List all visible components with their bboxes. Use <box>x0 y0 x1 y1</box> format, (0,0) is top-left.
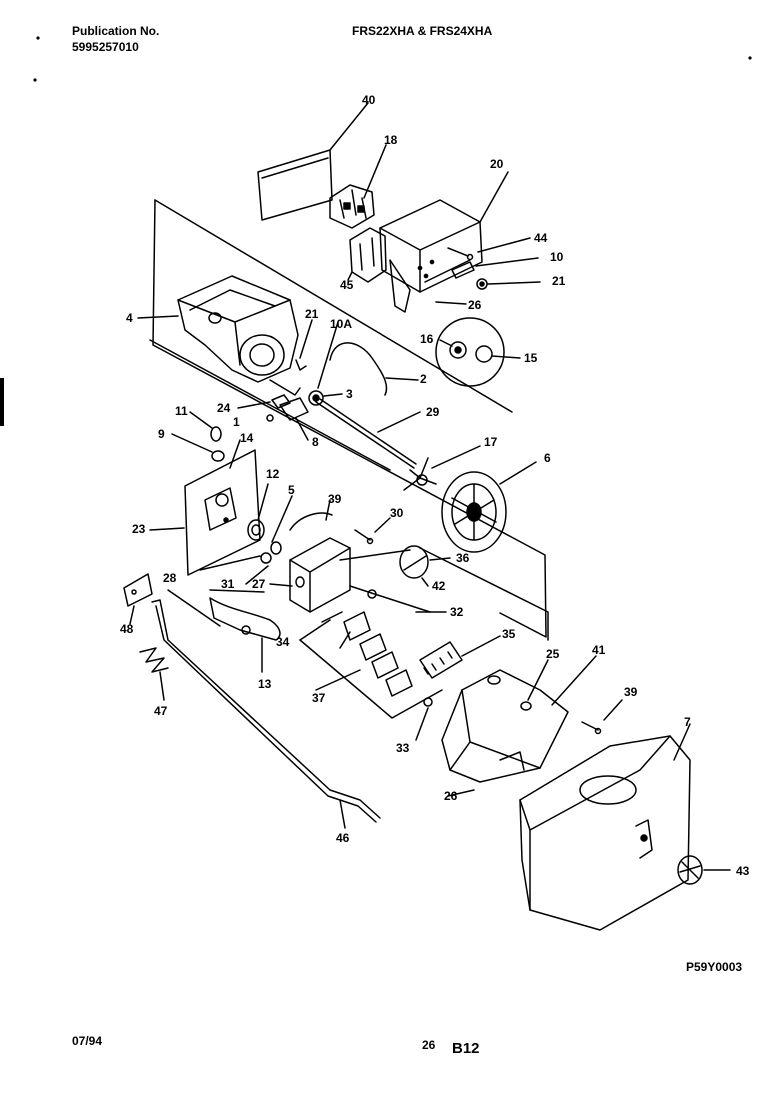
part-label: 48 <box>120 622 134 636</box>
part-label: 46 <box>336 831 350 845</box>
part-label: 26 <box>444 789 458 803</box>
part-label: 9 <box>158 427 165 441</box>
publication-label: Publication No. <box>72 24 160 38</box>
part-label: 17 <box>484 435 498 449</box>
part-label: 16 <box>420 332 434 346</box>
drawing-code: P59Y0003 <box>686 960 743 974</box>
publication-number: 5995257010 <box>72 40 139 54</box>
part-label: 10 <box>550 250 564 264</box>
part-label: 26 <box>468 298 482 312</box>
part-label: 4 <box>126 311 133 325</box>
part-label: 14 <box>240 431 254 445</box>
part-label: 15 <box>524 351 538 365</box>
part-label: 39 <box>624 685 638 699</box>
part-label: 21 <box>552 274 566 288</box>
part-label: 43 <box>736 864 750 878</box>
part-label: 32 <box>450 605 464 619</box>
part-label: 29 <box>426 405 440 419</box>
part-label: 18 <box>384 133 398 147</box>
page-number: 26 <box>422 1038 436 1052</box>
part-label: 6 <box>544 451 551 465</box>
page-edge-mark <box>0 378 4 426</box>
part-label: 39 <box>328 492 342 506</box>
part-label: 25 <box>546 647 560 661</box>
part-label: 27 <box>252 577 266 591</box>
part-label: 45 <box>340 278 354 292</box>
part-label: 36 <box>456 551 470 565</box>
part-label: 42 <box>432 579 446 593</box>
part-label: 1 <box>233 415 240 429</box>
part-label: 7 <box>684 715 691 729</box>
part-label: 34 <box>276 635 290 649</box>
part-label: 35 <box>502 627 516 641</box>
part-label: 47 <box>154 704 168 718</box>
part-label: 31 <box>221 577 235 591</box>
part-label: 3 <box>346 387 353 401</box>
revision-date: 07/94 <box>72 1034 103 1048</box>
part-label: 44 <box>534 231 548 245</box>
part-label: 37 <box>312 691 326 705</box>
part-label: 2 <box>420 372 427 386</box>
part-label: 21 <box>305 307 319 321</box>
part-label: 12 <box>266 467 280 481</box>
part-label: 5 <box>288 483 295 497</box>
part-label: 24 <box>217 401 231 415</box>
part-label: 10A <box>330 317 353 331</box>
part-label: 13 <box>258 677 272 691</box>
part-label: 33 <box>396 741 410 755</box>
part-label: 41 <box>592 643 606 657</box>
part-label: 40 <box>362 93 376 107</box>
model-numbers: FRS22XHA & FRS24XHA <box>352 24 493 38</box>
part-label: 20 <box>490 157 504 171</box>
part-label: 8 <box>312 435 319 449</box>
part-label: 11 <box>175 404 188 418</box>
part-label: 23 <box>132 522 146 536</box>
section-code: B12 <box>452 1040 480 1057</box>
part-label: 28 <box>163 571 177 585</box>
part-label: 30 <box>390 506 404 520</box>
